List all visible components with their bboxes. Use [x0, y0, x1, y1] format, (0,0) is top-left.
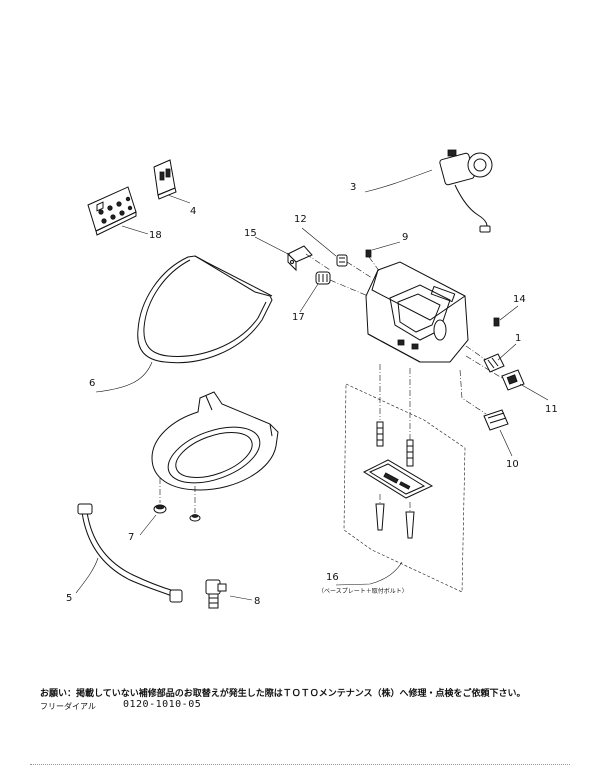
- remote-holder: [153, 159, 177, 200]
- valve-fitting: [205, 579, 227, 609]
- label-part-15: 15: [244, 228, 257, 239]
- label-part-17: 17: [292, 312, 305, 323]
- label-part-5: 5: [66, 593, 72, 604]
- small-clip: [493, 317, 500, 327]
- label-base-plate-caption: （ベースプレート＋取付ボルト）: [318, 587, 408, 595]
- free-dial-label: フリーダイアル: [40, 702, 96, 711]
- seat-cushions: [153, 478, 201, 522]
- label-part-10: 10: [506, 459, 519, 470]
- label-part-18: 18: [149, 230, 162, 241]
- base-plate-assembly: [343, 364, 466, 593]
- phone-number: 0120-1010-05: [123, 699, 202, 710]
- mounting-bracket: [287, 245, 331, 272]
- label-part-14: 14: [513, 294, 526, 305]
- label-part-16: 16: [326, 572, 339, 583]
- label-part-3: 3: [350, 182, 356, 193]
- label-part-7: 7: [128, 532, 134, 543]
- bottom-divider: [30, 764, 570, 765]
- supply-hose: [77, 503, 183, 603]
- label-part-11: 11: [545, 404, 558, 415]
- label-part-8: 8: [254, 596, 260, 607]
- label-part-6: 6: [89, 378, 95, 389]
- label-part-9: 9: [402, 232, 408, 243]
- remote-control-panel: [87, 186, 137, 236]
- part-labels: 3 4 18 6 7 5 8 9 12 15 17 14 1 11 10 16 …: [66, 182, 558, 607]
- valve-unit: [439, 149, 493, 233]
- toilet-lid: [137, 255, 273, 364]
- nozzle-adaptor: [315, 271, 369, 297]
- leader-lines: [75, 169, 549, 601]
- main-unit-body: [365, 261, 469, 363]
- connector-part: [336, 254, 373, 279]
- label-part-1: 1: [515, 333, 521, 344]
- toilet-seat: [151, 391, 279, 491]
- screw-part: [365, 249, 381, 273]
- deodorizer-cartridge: [465, 355, 525, 391]
- label-part-12: 12: [294, 214, 307, 225]
- filter-part: [465, 345, 505, 373]
- label-part-4: 4: [190, 206, 196, 217]
- repair-notice: お願い：掲載していない補修部品のお取替えが発生した際はＴＯＴＯメンテナンス（株）…: [40, 689, 526, 699]
- drain-connector: [459, 369, 509, 431]
